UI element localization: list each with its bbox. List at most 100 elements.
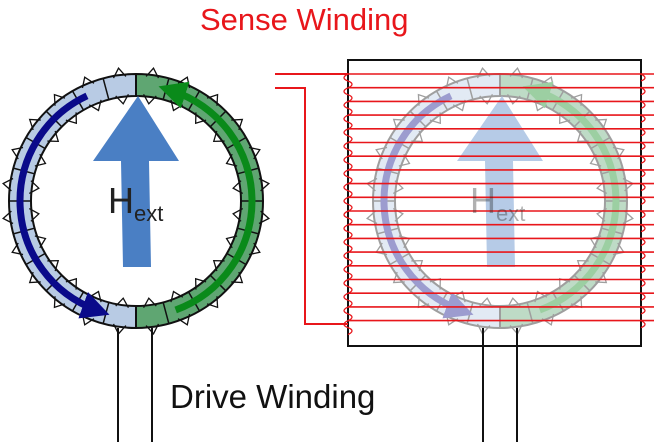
green-flux-arrow <box>522 81 620 314</box>
winding-turn <box>206 296 219 309</box>
winding-turn <box>194 112 207 125</box>
sense-lead-wire <box>275 87 348 325</box>
winding-turn <box>411 130 424 143</box>
winding-turn <box>53 93 66 106</box>
sense-turn-loop <box>343 128 353 144</box>
sense-turn-loop <box>640 128 646 137</box>
winding-turn <box>225 153 238 167</box>
winding-turn <box>232 208 244 222</box>
blue-flux-arrow <box>16 92 110 319</box>
green-flux-arrow <box>158 81 256 314</box>
winding-turn <box>507 93 521 105</box>
winding-turn <box>392 271 405 284</box>
sense-turn-loop <box>343 155 353 171</box>
sense-turn-loop <box>343 141 353 158</box>
core-segment-line <box>573 274 591 292</box>
core-segment-line <box>389 252 410 266</box>
sense-turn-loop <box>640 155 646 164</box>
winding-turn <box>2 177 14 192</box>
sense-turn-loop <box>343 87 353 103</box>
winding-turn <box>576 130 589 143</box>
winding-turn <box>143 297 157 309</box>
sense-turn-loop <box>343 100 353 116</box>
winding-turn <box>177 313 191 326</box>
core-segment-line <box>162 302 170 324</box>
core-right-half <box>499 72 628 330</box>
blue-flux-arrow <box>380 92 474 319</box>
winding-turn <box>47 130 60 143</box>
winding-turn <box>576 259 589 272</box>
winding-turn <box>34 235 47 249</box>
winding-turn <box>11 242 24 256</box>
field-arrow-up <box>93 96 179 267</box>
winding-turn <box>558 112 571 125</box>
winding-turn <box>595 118 608 131</box>
sense-turn-loop <box>640 210 646 219</box>
winding-turn <box>28 271 41 284</box>
winding-turn <box>28 180 40 194</box>
sense-turn-loop <box>343 251 353 267</box>
sense-turn-loop <box>343 306 353 322</box>
core-segment-line <box>551 291 565 312</box>
sense-turn-loop <box>640 141 646 151</box>
sense-turn-loop <box>343 169 353 185</box>
sense-turn-loop <box>640 237 646 247</box>
winding-turn <box>445 76 459 89</box>
left-toroid-core <box>2 67 270 335</box>
sense-turn-loop <box>343 114 353 130</box>
winding-turn <box>65 277 78 290</box>
winding-turn <box>88 99 102 112</box>
sense-turn-loop <box>640 196 646 205</box>
core-segment-line <box>377 227 399 235</box>
core-segment-line <box>409 274 427 292</box>
core-segment-line <box>601 167 623 175</box>
hext-label: Hext <box>108 180 164 226</box>
hext-label-faded: Hext <box>470 180 526 226</box>
sense-turn-loop <box>343 183 353 199</box>
winding-turn <box>206 93 219 106</box>
core-left-half <box>372 72 501 330</box>
winding-turn <box>28 118 41 131</box>
sense-winding-label: Sense Winding <box>200 2 409 37</box>
sense-turn-loop <box>343 196 353 212</box>
sense-turn-loop <box>640 306 646 315</box>
sense-turn-loop <box>343 292 353 308</box>
winding-turn <box>170 290 184 303</box>
winding-turn <box>212 259 225 272</box>
winding-turn <box>53 296 66 309</box>
winding-turn <box>2 210 14 225</box>
winding-turn <box>47 259 60 272</box>
winding-turn <box>34 153 47 167</box>
sense-turn-loop <box>640 100 646 110</box>
sense-turn-loop <box>640 292 646 301</box>
winding-turn <box>392 118 405 131</box>
winding-turn <box>589 153 602 167</box>
drive-winding-label: Drive Winding <box>170 378 376 415</box>
winding-turn <box>232 180 244 194</box>
winding-turn <box>398 153 411 167</box>
winding-turn <box>112 67 127 79</box>
winding-turn <box>258 210 270 225</box>
sense-turn-loop <box>640 224 646 233</box>
winding-turn <box>28 208 40 222</box>
winding-turn <box>411 259 424 272</box>
winding-turn <box>479 297 493 309</box>
winding-turn <box>622 210 634 225</box>
sense-turn-loop <box>640 183 646 192</box>
winding-turn <box>595 271 608 284</box>
sense-turn-loop <box>343 320 353 336</box>
sense-turn-loop <box>343 265 353 281</box>
sense-turn-loop <box>640 87 646 96</box>
winding-turn <box>145 323 160 335</box>
winding-turn <box>452 99 466 112</box>
core-segment-line <box>409 110 427 128</box>
core-segment-line <box>590 252 611 266</box>
core-segment-line <box>573 110 591 128</box>
sense-winding-box <box>347 59 642 347</box>
sense-turn-loop <box>343 224 353 240</box>
sense-turn-loop <box>343 237 353 253</box>
winding-turn <box>143 93 157 105</box>
winding-turn <box>258 177 270 192</box>
winding-turn <box>231 271 244 284</box>
